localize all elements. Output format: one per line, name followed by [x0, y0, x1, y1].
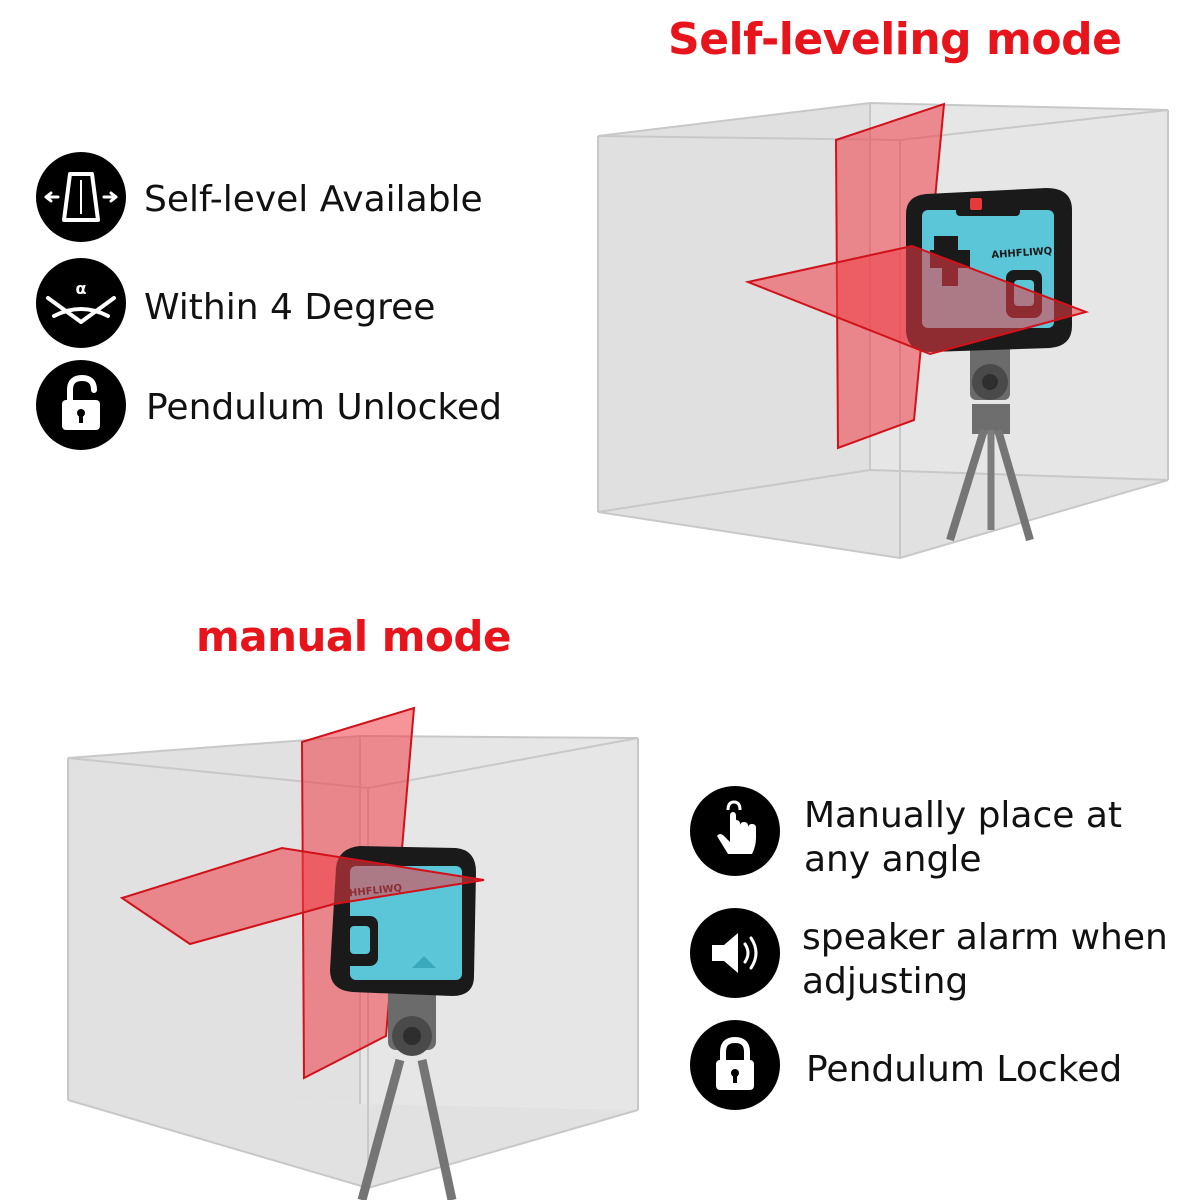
- feature-label: Pendulum Locked: [806, 1049, 1123, 1090]
- svg-text:α: α: [76, 279, 87, 298]
- manual-tripod: [357, 980, 457, 1200]
- unlocked-padlock-icon: [36, 360, 126, 450]
- device-brand-text: AHHFLIWQ: [991, 246, 1053, 261]
- feature-label-line1: Manually place at: [804, 795, 1123, 836]
- feature-label-line1: speaker alarm when: [802, 917, 1168, 958]
- manual-mode-heading: manual mode: [196, 612, 511, 661]
- speaker-icon: [690, 908, 780, 998]
- locked-padlock-icon: [690, 1020, 780, 1110]
- feature-label-line2: adjusting: [802, 961, 969, 1002]
- feature-label: Self-level Available: [144, 179, 483, 220]
- feature-label: Pendulum Unlocked: [146, 387, 502, 428]
- self-leveling-mode-heading: Self-leveling mode: [668, 14, 1122, 65]
- feature-label-line2: any angle: [804, 839, 982, 880]
- self-level-icon: [36, 152, 126, 242]
- feature-label: Within 4 Degree: [144, 287, 436, 328]
- hand-pointer-icon: [690, 786, 780, 876]
- manual-horizontal-laser-plane: [119, 846, 485, 946]
- tripod: [946, 340, 1034, 542]
- tilt-angle-icon: α: [36, 258, 126, 348]
- horizontal-laser-plane: [744, 244, 1090, 356]
